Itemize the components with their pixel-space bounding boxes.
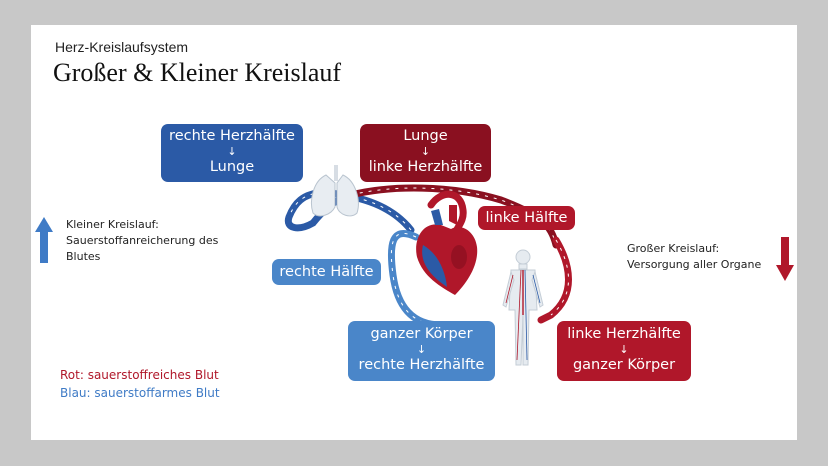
large-circuit-line-2: Versorgung aller Organe: [627, 258, 762, 271]
small-circuit-line-2: Sauerstoffanreicherung des: [66, 234, 219, 247]
box-right-half: rechte Hälfte: [272, 259, 381, 285]
box-lung-to-left-heart-top: Lunge: [403, 128, 448, 144]
box-left-heart-to-body: linke Herzhälfte ↓ ganzer Körper: [557, 321, 691, 381]
box-left-heart-to-body-bottom: ganzer Körper: [572, 357, 676, 373]
box-body-to-right-heart-top: ganzer Körper: [370, 326, 473, 342]
box-lung-to-left-heart: Lunge ↓ linke Herzhälfte: [360, 124, 491, 182]
box-left-half: linke Hälfte: [478, 206, 575, 230]
box-right-heart-to-lung-bottom: Lunge: [209, 159, 255, 175]
box-body-to-right-heart-arrow: ↓: [416, 343, 427, 356]
box-body-to-right-heart: ganzer Körper ↓ rechte Herzhälfte: [348, 321, 495, 381]
large-circuit-line-1: Großer Kreislauf:: [627, 242, 720, 255]
box-right-heart-to-lung: rechte Herzhälfte ↓ Lunge: [161, 124, 303, 182]
box-left-heart-to-body-top: linke Herzhälfte: [567, 326, 681, 342]
legend-red: Rot: sauerstoffreiches Blut: [60, 368, 219, 382]
down-arrow-icon: [776, 237, 794, 281]
box-right-heart-to-lung-arrow: ↓: [227, 145, 237, 158]
small-circuit-line-1: Kleiner Kreislauf:: [66, 218, 159, 231]
box-lung-to-left-heart-bottom: linke Herzhälfte: [368, 159, 483, 175]
box-lung-to-left-heart-arrow: ↓: [420, 145, 431, 158]
circulation-diagram: [35, 165, 794, 366]
heart-icon: [416, 205, 478, 295]
vena-cava-vessel-line: [390, 233, 481, 326]
small-circuit-description: Kleiner Kreislauf: Sauerstoffanreicherun…: [66, 217, 218, 265]
human-body-icon: [502, 249, 544, 366]
up-arrow-icon: [35, 217, 53, 263]
legend-blue: Blau: sauerstoffarmes Blut: [60, 386, 220, 400]
lungs-icon: [311, 165, 359, 217]
small-circuit-line-3: Blutes: [66, 250, 101, 263]
aorta-vessel-line: [550, 239, 569, 316]
box-left-heart-to-body-arrow: ↓: [619, 343, 629, 356]
box-body-to-right-heart-bottom: rechte Herzhälfte: [358, 357, 485, 373]
large-circuit-description: Großer Kreislauf: Versorgung aller Organ…: [627, 241, 761, 273]
box-right-heart-to-lung-top: rechte Herzhälfte: [169, 128, 295, 144]
slide: Herz-Kreislaufsystem Großer & Kleiner Kr…: [31, 25, 797, 440]
slide-title: Großer & Kleiner Kreislauf: [53, 58, 342, 87]
slide-subtitle: Herz-Kreislaufsystem: [55, 39, 189, 55]
